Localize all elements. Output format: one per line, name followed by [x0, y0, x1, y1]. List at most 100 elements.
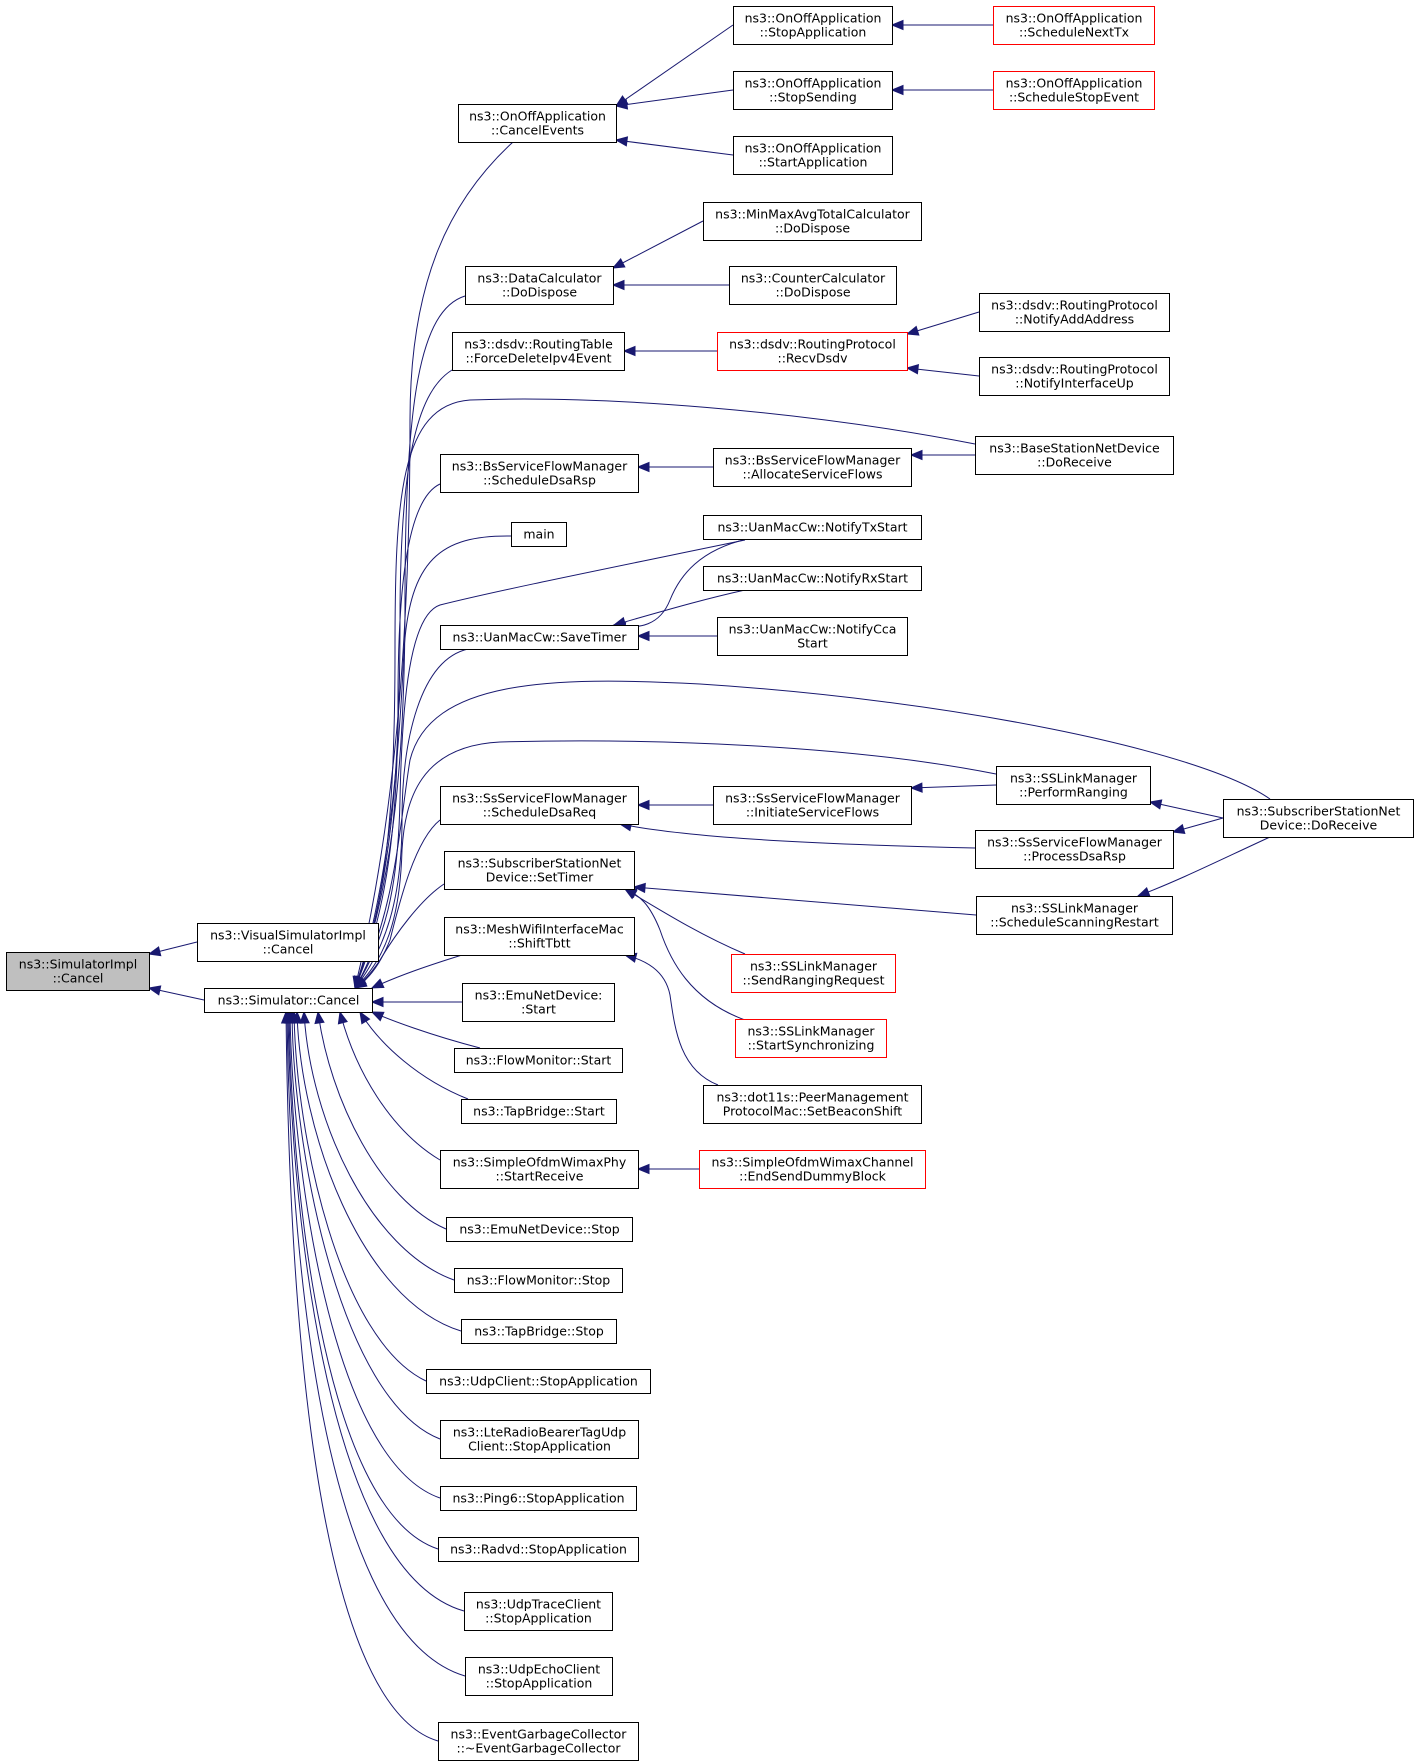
node-onoffCancelEvents[interactable]: ns3::OnOffApplication::CancelEvents: [458, 104, 617, 143]
node-emuStop-label-0: ns3::EmuNetDevice::Stop: [459, 1222, 619, 1237]
node-udpEchoStop-label-0: ns3::UdpEchoClient: [478, 1662, 600, 1677]
node-bsScheduleDsaRsp[interactable]: ns3::BsServiceFlowManager::ScheduleDsaRs…: [440, 454, 639, 493]
node-udpTraceStop-label-0: ns3::UdpTraceClient: [476, 1597, 601, 1612]
node-eventGarbage-label-1: ::~EventGarbageCollector: [457, 1741, 622, 1756]
node-dsdvRecvDsdv[interactable]: ns3::dsdv::RoutingProtocol::RecvDsdv: [717, 332, 908, 371]
node-onoffStopSending[interactable]: ns3::OnOffApplication::StopSending: [733, 71, 893, 110]
node-simpleOfdmStartReceive[interactable]: ns3::SimpleOfdmWimaxPhy::StartReceive: [440, 1150, 639, 1189]
node-dsdvNotifyInterfaceUp[interactable]: ns3::dsdv::RoutingProtocol::NotifyInterf…: [979, 357, 1170, 396]
node-onoffStopApplication[interactable]: ns3::OnOffApplication::StopApplication: [733, 6, 893, 45]
edge-subscriberDoReceive-to-ssProcessDsaRsp: [1171, 817, 1224, 834]
node-ssSendRangingRequest[interactable]: ns3::SSLinkManager::SendRangingRequest: [731, 954, 896, 993]
node-udpEchoStop[interactable]: ns3::UdpEchoClient::StopApplication: [465, 1657, 613, 1696]
node-onoffStartApplication[interactable]: ns3::OnOffApplication::StartApplication: [733, 136, 893, 175]
node-dsdvNotifyAddAddress[interactable]: ns3::dsdv::RoutingProtocol::NotifyAddAdd…: [979, 293, 1170, 332]
node-main[interactable]: main: [511, 522, 567, 547]
edge-minMaxDoDispose-to-dataCalcDoDispose: [611, 220, 704, 269]
node-onoffStartApplication-label-1: ::StartApplication: [759, 155, 868, 170]
edge-onoffScheduleStopEvent-to-onoffStopSending-arrowhead: [890, 84, 904, 96]
node-simCancel[interactable]: ns3::Simulator::Cancel: [204, 988, 373, 1013]
node-ssPerformRanging-box: [996, 766, 1151, 805]
node-dot11sSetBeaconShift[interactable]: ns3::dot11s::PeerManagementProtocolMac::…: [703, 1085, 922, 1124]
node-onoffScheduleNextTx-box: [993, 6, 1155, 45]
node-dataCalcDoDispose[interactable]: ns3::DataCalculator::DoDispose: [465, 266, 614, 305]
node-ssPerformRanging[interactable]: ns3::SSLinkManager::PerformRanging: [996, 766, 1151, 805]
edge-dsdvNotifyInterfaceUp-to-dsdvRecvDsdv: [905, 364, 980, 377]
node-udpTraceStop[interactable]: ns3::UdpTraceClient::StopApplication: [464, 1592, 613, 1631]
node-uanNotifyTxStart[interactable]: ns3::UanMacCw::NotifyTxStart: [703, 515, 922, 540]
node-udpClientStop[interactable]: ns3::UdpClient::StopApplication: [426, 1369, 651, 1394]
edge-tapBridgeStart-to-simCancel-line: [359, 1011, 469, 1100]
node-counterDoDispose-label-1: ::DoDispose: [775, 285, 850, 300]
edge-onoffStartApplication-to-onoffCancelEvents-arrowhead: [614, 136, 629, 147]
edge-udpEchoStop-to-simCancel: [281, 1010, 466, 1677]
node-onoffScheduleStopEvent-label-1: ::ScheduleStopEvent: [1009, 90, 1139, 105]
node-emuStart-label-1: :Start: [521, 1002, 556, 1017]
edge-dsdvNotifyAddAddress-to-dsdvRecvDsdv-line: [906, 311, 980, 335]
node-minMaxDoDispose-label-1: ::DoDispose: [775, 221, 850, 236]
edge-simpleOfdmStartReceive-to-simCancel-arrowhead: [337, 1010, 348, 1025]
node-uanNotifyCcaStart-box: [717, 617, 908, 656]
edge-counterDoDispose-to-dataCalcDoDispose: [611, 279, 729, 291]
edge-tapBridgeStop-to-simCancel: [292, 1010, 462, 1332]
node-ssScheduleDsaReq[interactable]: ns3::SsServiceFlowManager::ScheduleDsaRe…: [440, 786, 639, 825]
node-ssScheduleDsaReq-label-1: ::ScheduleDsaReq: [483, 805, 596, 820]
node-baseStationDoReceive[interactable]: ns3::BaseStationNetDevice::DoReceive: [975, 436, 1174, 475]
node-dsdvForceDelete[interactable]: ns3::dsdv::RoutingTable::ForceDeleteIpv4…: [452, 332, 625, 371]
edge-udpEchoStop-to-simCancel-line: [286, 1011, 466, 1677]
node-emuStop[interactable]: ns3::EmuNetDevice::Stop: [446, 1217, 633, 1242]
node-onoffScheduleNextTx[interactable]: ns3::OnOffApplication::ScheduleNextTx: [993, 6, 1155, 45]
node-bsScheduleDsaRsp-box: [440, 454, 639, 493]
edge-onoffStopSending-to-onoffCancelEvents-arrowhead: [614, 99, 629, 110]
node-subscriberSetTimer-label-0: ns3::SubscriberStationNet: [458, 856, 622, 871]
node-flowMonitorStop[interactable]: ns3::FlowMonitor::Stop: [454, 1268, 623, 1293]
edge-emuStart-to-simCancel: [370, 996, 462, 1008]
edge-subscriberDoReceive-to-ssScheduleScanningRestart-arrowhead: [1136, 887, 1151, 897]
node-simpleOfdmStartReceive-label-0: ns3::SimpleOfdmWimaxPhy: [453, 1155, 627, 1170]
edge-emuStop-to-simCancel-line: [317, 1011, 447, 1230]
node-emuStop-box: [446, 1217, 633, 1242]
node-minMaxDoDispose[interactable]: ns3::MinMaxAvgTotalCalculator::DoDispose: [703, 202, 922, 241]
node-uanNotifyTxStart-label-0: ns3::UanMacCw::NotifyTxStart: [717, 520, 907, 535]
edge-ssScheduleScanningRestart-to-subscriberSetTimer-arrowhead: [632, 882, 646, 894]
node-ssPerformRanging-label-1: ::PerformRanging: [1019, 785, 1128, 800]
node-onoffScheduleStopEvent[interactable]: ns3::OnOffApplication::ScheduleStopEvent: [993, 71, 1155, 110]
node-ssScheduleScanningRestart-label-1: ::ScheduleScanningRestart: [990, 915, 1159, 930]
edge-minMaxDoDispose-to-dataCalcDoDispose-line: [612, 220, 704, 269]
node-visualCancel[interactable]: ns3::VisualSimulatorImpl::Cancel: [197, 923, 379, 962]
node-ssScheduleScanningRestart[interactable]: ns3::SSLinkManager::ScheduleScanningRest…: [976, 896, 1173, 935]
node-ping6Stop[interactable]: ns3::Ping6::StopApplication: [440, 1486, 637, 1511]
node-lteRadioStop[interactable]: ns3::LteRadioBearerTagUdpClient::StopApp…: [440, 1420, 639, 1459]
node-meshShiftTbtt[interactable]: ns3::MeshWifiInterfaceMac::ShiftTbtt: [444, 917, 635, 956]
node-flowMonitorStart[interactable]: ns3::FlowMonitor::Start: [454, 1048, 623, 1073]
node-ssProcessDsaRsp[interactable]: ns3::SsServiceFlowManager::ProcessDsaRsp: [975, 830, 1174, 869]
node-eventGarbage[interactable]: ns3::EventGarbageCollector::~EventGarbag…: [438, 1722, 639, 1761]
node-simpleOfdmEndSendDummy[interactable]: ns3::SimpleOfdmWimaxChannel::EndSendDumm…: [699, 1150, 926, 1189]
edge-uanNotifyCcaStart-to-uanSaveTimer-arrowhead: [636, 630, 650, 642]
node-uanSaveTimer[interactable]: ns3::UanMacCw::SaveTimer: [440, 625, 639, 650]
node-minMaxDoDispose-box: [703, 202, 922, 241]
node-baseStationDoReceive-label-0: ns3::BaseStationNetDevice: [989, 441, 1160, 456]
node-uanNotifyRxStart[interactable]: ns3::UanMacCw::NotifyRxStart: [703, 566, 922, 591]
edge-dsdvForceDelete-to-simCancel: [353, 369, 453, 990]
edge-bsAllocateServiceFlows-to-bsScheduleDsaRsp-arrowhead: [636, 461, 650, 473]
node-subscriberSetTimer[interactable]: ns3::SubscriberStationNetDevice::SetTime…: [444, 851, 635, 890]
edge-dsdvRecvDsdv-to-dsdvForceDelete-arrowhead: [622, 345, 636, 357]
node-subscriberDoReceive[interactable]: ns3::SubscriberStationNetDevice::DoRecei…: [1223, 799, 1414, 838]
node-emuStart[interactable]: ns3::EmuNetDevice::Start: [462, 983, 615, 1022]
edge-subscriberDoReceive-to-simCancel-line: [354, 680, 1271, 989]
node-ssInitiateServiceFlows[interactable]: ns3::SsServiceFlowManager::InitiateServi…: [713, 786, 912, 825]
node-counterDoDispose[interactable]: ns3::CounterCalculator::DoDispose: [729, 266, 897, 305]
node-tapBridgeStart[interactable]: ns3::TapBridge::Start: [461, 1099, 617, 1124]
node-tapBridgeStop[interactable]: ns3::TapBridge::Stop: [461, 1319, 617, 1344]
node-bsAllocateServiceFlows[interactable]: ns3::BsServiceFlowManager::AllocateServi…: [713, 448, 912, 487]
node-visualCancel-label-0: ns3::VisualSimulatorImpl: [210, 928, 366, 943]
call-nodes: ns3::SimulatorImpl::Cancel ns3::VisualSim…: [6, 6, 1414, 1761]
node-tapBridgeStart-label-0: ns3::TapBridge::Start: [473, 1104, 605, 1119]
edge-ssScheduleScanningRestart-to-subscriberSetTimer: [632, 882, 977, 916]
node-radvdStop[interactable]: ns3::Radvd::StopApplication: [438, 1537, 639, 1562]
node-root[interactable]: ns3::SimulatorImpl::Cancel: [6, 952, 150, 991]
node-ssStartSynchronizing[interactable]: ns3::SSLinkManager::StartSynchronizing: [735, 1019, 887, 1058]
edge-subscriberDoReceive-to-ssPerformRanging: [1148, 799, 1224, 819]
